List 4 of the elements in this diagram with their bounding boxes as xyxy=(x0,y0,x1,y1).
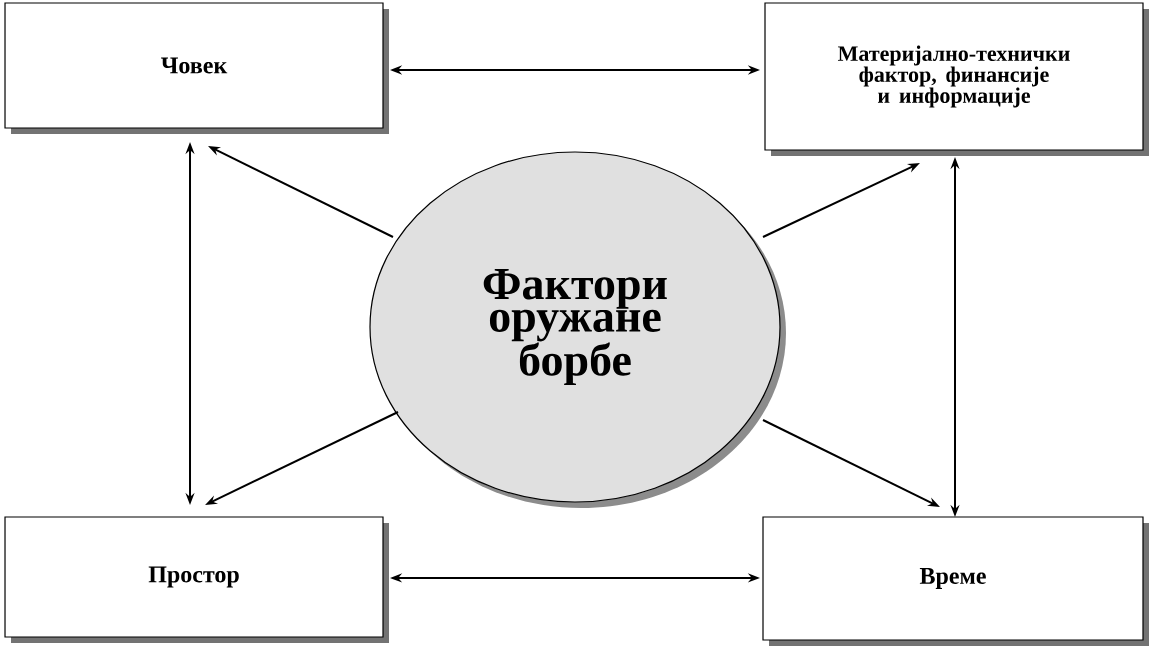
text-box: Материјално-технички фактор, финансије и информације xyxy=(764,2,1149,156)
text-box: Време xyxy=(762,516,1149,646)
text-box: Човек xyxy=(4,2,389,134)
text-box: Простор xyxy=(4,516,389,643)
